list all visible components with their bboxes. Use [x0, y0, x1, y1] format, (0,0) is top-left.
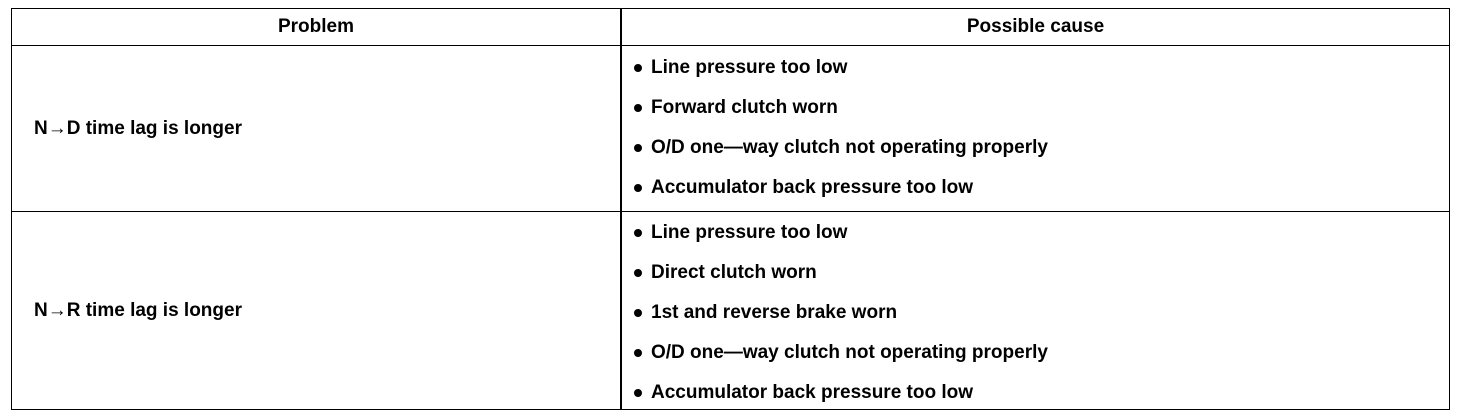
- bullet-icon: [634, 309, 642, 317]
- list-item: Line pressure too low: [634, 213, 1048, 253]
- cause-text: Line pressure too low: [651, 57, 848, 78]
- header-possible-cause: Possible cause: [966, 16, 1105, 37]
- bullet-icon: [634, 349, 642, 357]
- bullet-icon: [634, 144, 642, 152]
- column-divider: [620, 9, 622, 409]
- cause-text: Accumulator back pressure too low: [651, 177, 974, 198]
- bullet-icon: [634, 389, 642, 397]
- table-row: N→R time lag is longer Line pressure too…: [12, 212, 1449, 409]
- list-item: Accumulator back pressure too low: [634, 373, 1048, 413]
- cause-text: Direct clutch worn: [651, 262, 817, 283]
- problem-cell: N→R time lag is longer: [34, 299, 242, 321]
- cause-list: Line pressure too low Forward clutch wor…: [634, 48, 1048, 208]
- cause-text: O/D one—way clutch not operating properl…: [651, 137, 1048, 158]
- list-item: Direct clutch worn: [634, 253, 1048, 293]
- list-item: 1st and reverse brake worn: [634, 293, 1048, 333]
- table-header-row: Problem Possible cause: [12, 9, 1449, 46]
- bullet-icon: [634, 64, 642, 72]
- table-row: N→D time lag is longer Line pressure too…: [12, 46, 1449, 212]
- list-item: Accumulator back pressure too low: [634, 168, 1048, 208]
- troubleshooting-table: Problem Possible cause N→D time lag is l…: [11, 8, 1450, 410]
- bullet-icon: [634, 269, 642, 277]
- bullet-icon: [634, 229, 642, 237]
- list-item: O/D one—way clutch not operating properl…: [634, 128, 1048, 168]
- list-item: O/D one—way clutch not operating properl…: [634, 333, 1048, 373]
- list-item: Line pressure too low: [634, 48, 1048, 88]
- cause-text: Line pressure too low: [651, 222, 848, 243]
- list-item: Forward clutch worn: [634, 88, 1048, 128]
- cause-text: O/D one—way clutch not operating properl…: [651, 342, 1048, 363]
- cause-text: Accumulator back pressure too low: [651, 382, 974, 403]
- problem-cell: N→D time lag is longer: [34, 117, 242, 139]
- cause-text: Forward clutch worn: [651, 97, 838, 118]
- cause-text: 1st and reverse brake worn: [651, 302, 898, 323]
- bullet-icon: [634, 184, 642, 192]
- header-problem: Problem: [277, 16, 355, 37]
- cause-list: Line pressure too low Direct clutch worn…: [634, 213, 1048, 413]
- bullet-icon: [634, 104, 642, 112]
